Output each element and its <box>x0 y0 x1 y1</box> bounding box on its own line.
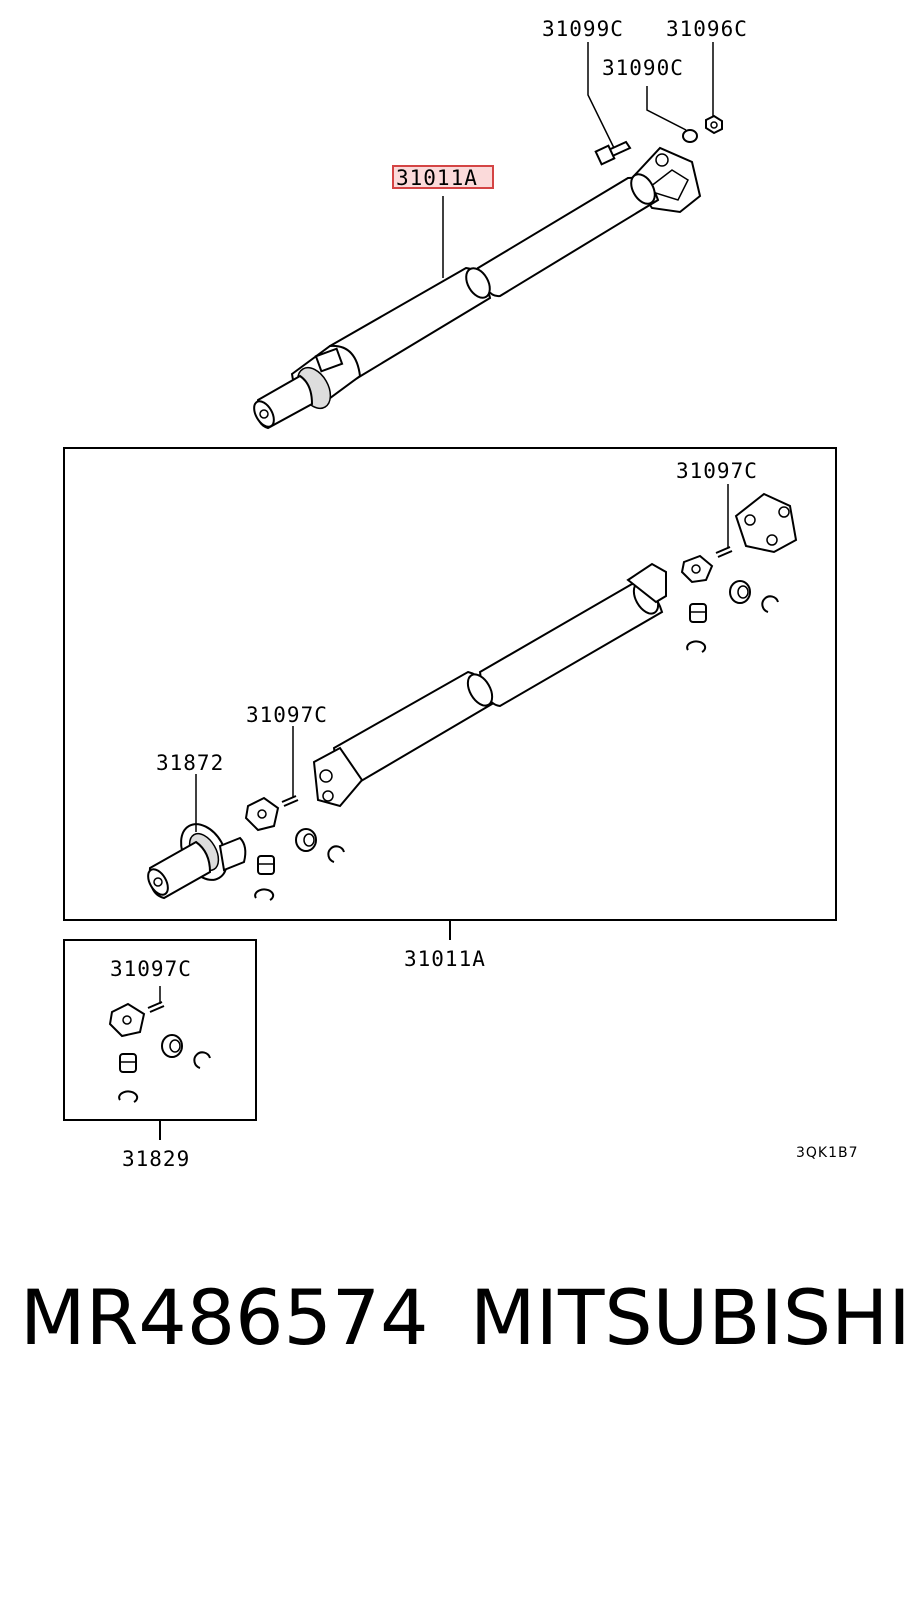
u-joint-cross-left-icon <box>244 796 280 832</box>
shaft-tube-right <box>476 173 660 298</box>
assembly-tube-left <box>332 670 494 786</box>
bearing-cup-icon <box>729 580 751 604</box>
bearing-cup-icon <box>689 603 707 623</box>
circlip-icon <box>118 1090 139 1103</box>
label-31829: 31829 <box>122 1147 190 1171</box>
bearing-cup-icon <box>119 1053 137 1073</box>
bearing-cup-icon <box>257 855 275 875</box>
bearing-cup-icon <box>295 828 317 852</box>
circlip-icon <box>327 845 345 863</box>
assembly-tube-right <box>478 562 667 708</box>
diagram-code: 3QK1B7 <box>796 1145 859 1161</box>
companion-flange-icon <box>734 492 798 554</box>
u-joint-cross-kit-icon <box>108 1002 146 1038</box>
label-31097c-kit: 31097C <box>110 957 192 981</box>
front-spline-stub-icon <box>147 840 212 900</box>
weld-yoke-icon <box>312 746 364 808</box>
snap-ring-right-icon <box>715 546 733 558</box>
circlip-icon <box>761 595 779 613</box>
spline-stub-icon <box>253 374 314 430</box>
top-propeller-shaft: 31099C 31096C 31090C 31011A <box>253 17 748 430</box>
assembly-exploded-view: 31097C 31097C 31872 31011A <box>63 447 837 971</box>
circlip-icon <box>686 640 707 653</box>
u-joint-cross-right-icon <box>680 554 714 584</box>
label-31097c-left: 31097C <box>246 703 328 727</box>
washer-31090c-icon <box>682 129 698 143</box>
circlip-icon <box>193 1051 211 1069</box>
brand-name: MITSUBISHI <box>470 1273 909 1362</box>
label-31090c: 31090C <box>602 56 684 80</box>
parts-diagram: 31099C 31096C 31090C 31011A <box>63 17 859 1171</box>
highlight-box <box>392 165 494 189</box>
part-number: MR486574 <box>20 1273 429 1362</box>
bearing-cup-icon <box>161 1034 183 1058</box>
circlip-icon <box>254 888 275 901</box>
joint-kit-view: 31097C 31829 <box>63 939 257 1171</box>
nut-31096c-icon <box>705 114 723 135</box>
label-31096c: 31096C <box>666 17 748 41</box>
label-31011a-assembly: 31011A <box>404 947 486 971</box>
label-31099c: 31099C <box>542 17 624 41</box>
label-31872: 31872 <box>156 751 224 775</box>
snap-ring-left-icon <box>281 795 299 807</box>
part-caption: MR486574 MITSUBISHI <box>20 1258 909 1378</box>
snap-ring-kit-icon <box>147 1001 165 1013</box>
label-31011a-highlighted[interactable]: 31011A <box>396 166 478 190</box>
label-31097c-right: 31097C <box>676 459 758 483</box>
bolt-31099c-icon <box>594 140 632 166</box>
